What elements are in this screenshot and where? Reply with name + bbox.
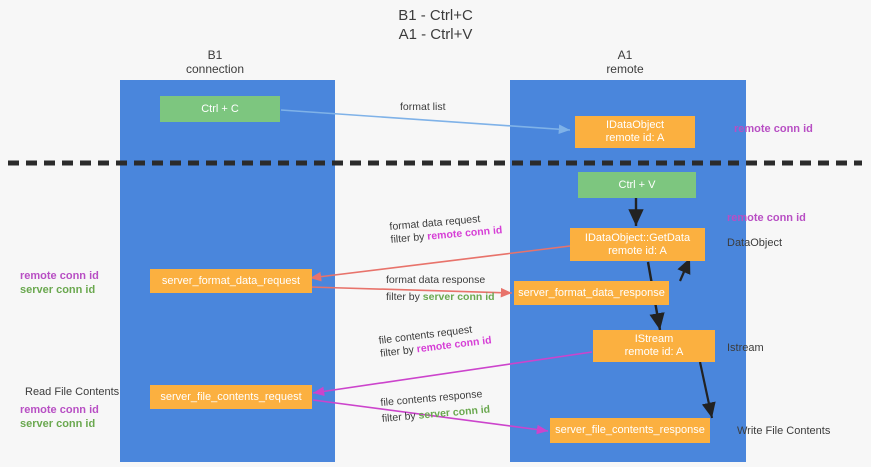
title-line-2: A1 - Ctrl+V <box>398 26 473 43</box>
node-idataobject-getdata[interactable]: IDataObject::GetData remote id: A <box>570 228 705 261</box>
node-istream[interactable]: IStream remote id: A <box>593 330 715 362</box>
node-server-file-contents-request-label: server_file_contents_request <box>160 390 302 403</box>
annotation-left-conn-ids: remote conn id server conn id <box>20 269 99 297</box>
filter-key-server-conn-id: server conn id <box>422 291 495 303</box>
annotation-read-file-contents: Read File Contents <box>25 385 119 399</box>
page-title: B1 - Ctrl+C A1 - Ctrl+V <box>0 6 871 44</box>
column-left-name: B1 <box>207 48 223 62</box>
node-idataobject-line2: remote id: A <box>605 132 665 144</box>
node-server-format-data-response-label: server_format_data_response <box>518 286 665 299</box>
node-ctrl-c[interactable]: Ctrl + C <box>160 96 280 122</box>
filter-key-server-conn-id: server conn id <box>418 403 491 422</box>
filter-prefix: filter by <box>381 409 420 425</box>
annotation-left-server-conn-id-2: server conn id <box>20 418 96 430</box>
node-ctrl-c-label: Ctrl + C <box>201 102 239 115</box>
node-istream-line2: remote id: A <box>624 346 684 358</box>
annotation-write-file-contents: Write File Contents <box>737 424 830 438</box>
node-istream-line1: IStream <box>634 333 674 345</box>
annotation-read-file-contents-text: Read File Contents <box>25 386 120 398</box>
annotation-remote-conn-id-top: remote conn id <box>734 122 813 136</box>
node-idataobject[interactable]: IDataObject remote id: A <box>575 116 695 148</box>
annotation-left-conn-ids-2: remote conn id server conn id <box>20 403 99 431</box>
node-getdata-line2: remote id: A <box>608 244 667 257</box>
node-ctrl-v-label: Ctrl + V <box>618 178 656 191</box>
node-ctrl-v[interactable]: Ctrl + V <box>578 172 696 198</box>
node-getdata-line1: IDataObject::GetData <box>584 231 691 244</box>
column-left-role: connection <box>185 62 245 76</box>
node-idataobject-line1: IDataObject <box>605 119 665 131</box>
annotation-dataobject-text: DataObject <box>727 237 783 249</box>
filter-prefix: filter by <box>390 230 428 246</box>
filter-prefix: filter by <box>386 291 423 303</box>
column-right-role: remote <box>606 62 644 76</box>
annotation-remote-conn-id-top-text: remote conn id <box>734 123 813 135</box>
edge-label-format-data-request: format data request filter by remote con… <box>389 211 503 247</box>
annotation-istream-text: Istream <box>727 342 764 354</box>
edge-label-format-data-response-text: format data response <box>386 274 486 286</box>
edge-label-file-contents-request: file contents request filter by remote c… <box>378 321 492 360</box>
annotation-left-remote-conn-id-2: remote conn id <box>20 404 99 416</box>
edge-label-format-data-response: format data response filter by server co… <box>386 274 495 304</box>
edge-label-file-contents-response: file contents response filter by server … <box>380 388 491 426</box>
column-header-left: B1 connection <box>145 48 285 76</box>
edge-label-format-list-text: format list <box>400 101 446 113</box>
column-header-right: A1 remote <box>550 48 700 76</box>
node-server-file-contents-response-label: server_file_contents_response <box>555 424 705 436</box>
annotation-remote-conn-id-mid: remote conn id <box>727 211 806 225</box>
node-server-format-data-request[interactable]: server_format_data_request <box>150 269 312 293</box>
annotation-dataobject: DataObject <box>727 236 782 250</box>
edge-label-format-list: format list <box>400 101 446 114</box>
annotation-istream: Istream <box>727 341 764 355</box>
title-line-1: B1 - Ctrl+C <box>398 7 473 24</box>
node-server-file-contents-response[interactable]: server_file_contents_response <box>550 418 710 443</box>
edge-label-format-data-response-filter: filter by server conn id <box>386 291 495 304</box>
annotation-remote-conn-id-mid-text: remote conn id <box>727 212 806 224</box>
node-server-format-data-response[interactable]: server_format_data_response <box>514 281 669 305</box>
node-server-format-data-request-label: server_format_data_request <box>161 274 301 287</box>
annotation-write-file-contents-text: Write File Contents <box>737 425 831 437</box>
annotation-left-server-conn-id: server conn id <box>20 284 96 296</box>
node-server-file-contents-request[interactable]: server_file_contents_request <box>150 385 312 409</box>
column-right-name: A1 <box>617 48 633 62</box>
annotation-left-remote-conn-id: remote conn id <box>20 270 99 282</box>
